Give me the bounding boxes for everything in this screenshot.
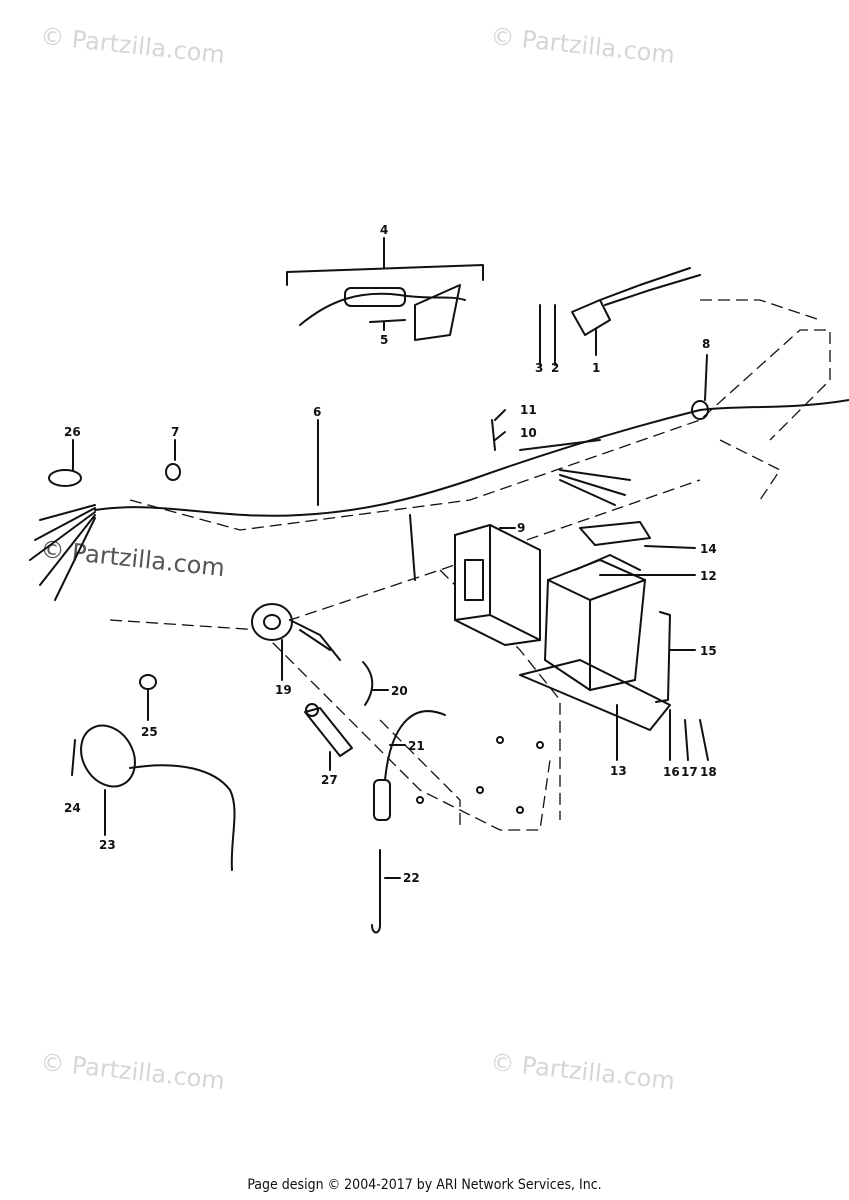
battery-cover bbox=[579, 521, 651, 546]
callout-25: 25 bbox=[141, 725, 158, 739]
bracket-4 bbox=[286, 264, 484, 341]
callout-5: 5 bbox=[380, 333, 388, 347]
callout-6: 6 bbox=[313, 405, 321, 419]
callout-4: 4 bbox=[380, 223, 388, 237]
callout-16: 16 bbox=[663, 765, 680, 779]
neutral-switch bbox=[362, 661, 446, 934]
callout-numbers: 1 2 3 4 5 6 7 8 9 10 11 12 13 14 15 16 1… bbox=[64, 223, 717, 885]
callout-26: 26 bbox=[64, 425, 81, 439]
callout-19: 19 bbox=[275, 683, 292, 697]
callout-7: 7 bbox=[171, 425, 179, 439]
callout-17: 17 bbox=[681, 765, 698, 779]
callout-2: 2 bbox=[551, 361, 559, 375]
leader-lines bbox=[72, 237, 709, 879]
callout-15: 15 bbox=[700, 644, 717, 658]
battery-tray bbox=[519, 659, 671, 731]
callout-22: 22 bbox=[403, 871, 420, 885]
callout-1: 1 bbox=[592, 361, 600, 375]
horn bbox=[80, 674, 236, 871]
small-parts bbox=[48, 419, 496, 776]
callout-12: 12 bbox=[700, 569, 717, 583]
callout-11: 11 bbox=[520, 403, 537, 417]
ignition-switch bbox=[251, 603, 341, 661]
callout-23: 23 bbox=[99, 838, 116, 852]
page-footer: Page design © 2004-2017 by ARI Network S… bbox=[247, 1177, 602, 1193]
callout-20: 20 bbox=[391, 684, 408, 698]
callout-18: 18 bbox=[700, 765, 717, 779]
callout-8: 8 bbox=[702, 337, 710, 351]
battery-strap bbox=[655, 611, 671, 703]
callout-14: 14 bbox=[700, 542, 717, 556]
callout-13: 13 bbox=[610, 764, 627, 778]
part-relay bbox=[539, 267, 701, 366]
callout-24: 24 bbox=[64, 801, 81, 815]
callout-10: 10 bbox=[520, 426, 537, 440]
regulator-box bbox=[454, 523, 541, 647]
frame-outline bbox=[109, 299, 831, 831]
battery bbox=[543, 554, 647, 692]
ignition-key bbox=[304, 703, 353, 757]
main-wiring-harness bbox=[29, 399, 849, 601]
callout-21: 21 bbox=[408, 739, 425, 753]
callout-3: 3 bbox=[535, 361, 543, 375]
callout-27: 27 bbox=[321, 773, 338, 787]
callout-9: 9 bbox=[517, 521, 525, 535]
